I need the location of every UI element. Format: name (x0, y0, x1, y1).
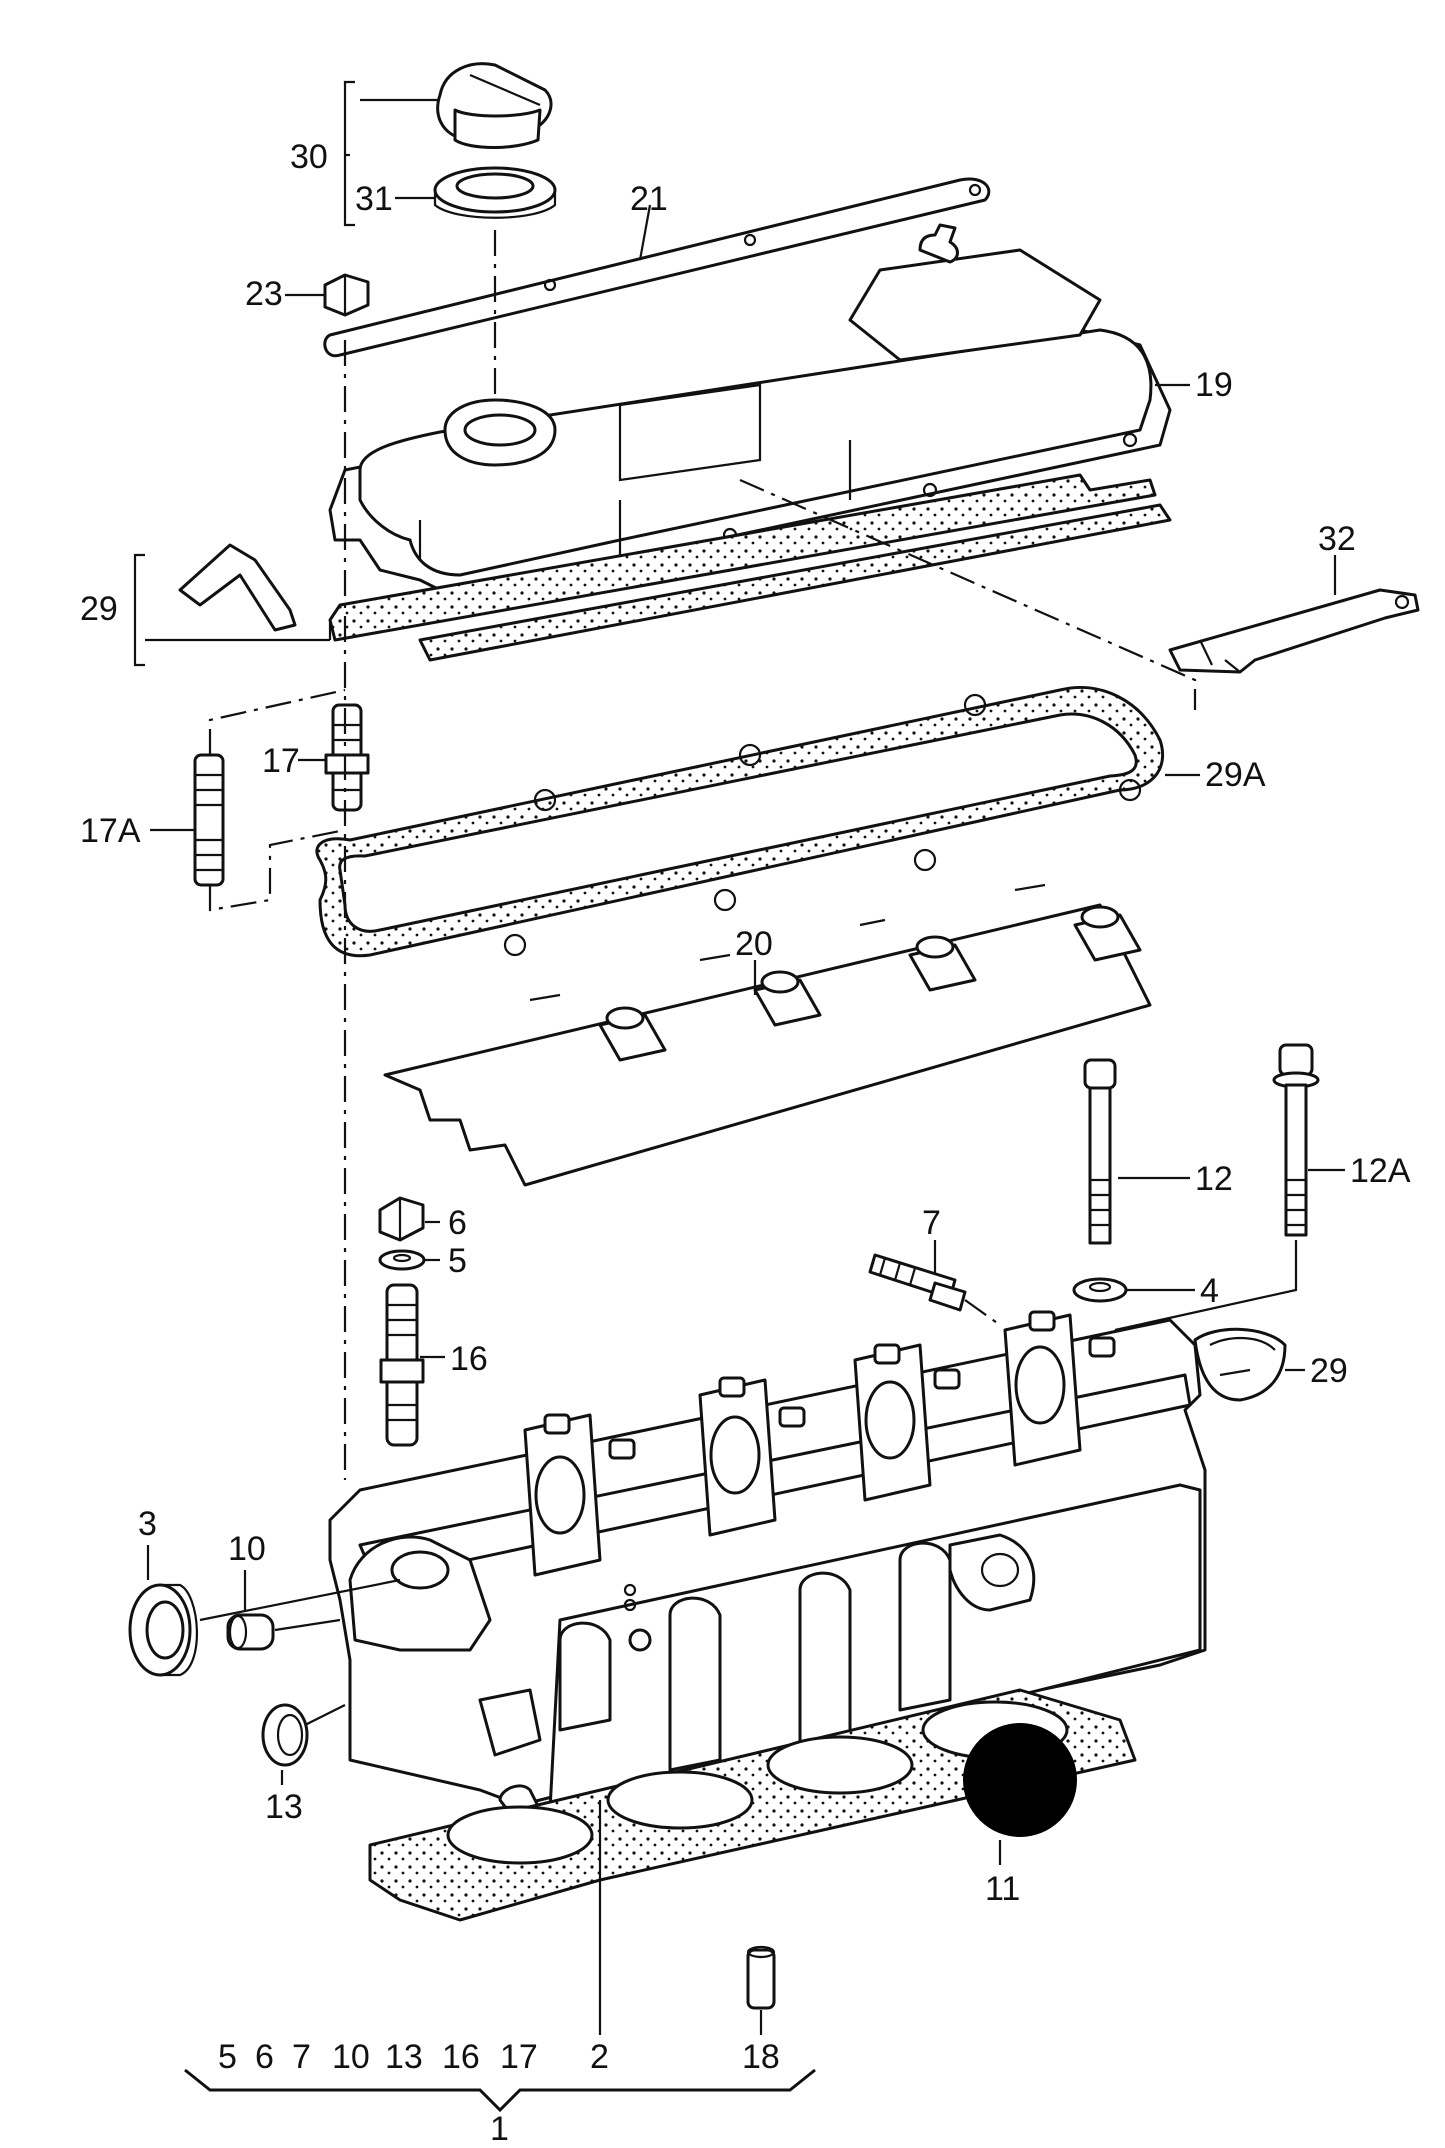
bracket-30 (343, 80, 355, 227)
bearing-cap-rail-20 (383, 883, 1152, 1187)
callout-18: 18 (742, 2038, 780, 2076)
callout-13: 13 (265, 1788, 303, 1826)
callout-3: 3 (138, 1505, 157, 1543)
callout-4: 4 (1200, 1272, 1219, 1310)
valve-cover (328, 223, 1172, 602)
filler-cap-seal (433, 166, 557, 219)
callout-7: 7 (922, 1204, 941, 1242)
line-12A-to-head (1114, 1240, 1298, 1332)
callout-1: 1 (490, 2110, 509, 2148)
callout-11: 11 (985, 1870, 1020, 1908)
kit-item-10: 10 (332, 2038, 370, 2076)
callout-29-plug: 29 (1310, 1352, 1348, 1390)
gasket-strip-21 (323, 177, 991, 358)
callout-23: 23 (245, 275, 283, 313)
callout-29: 29 (80, 590, 118, 628)
callout-32: 32 (1318, 520, 1356, 558)
washer-5 (378, 1249, 426, 1271)
alignment-line-17A-top (208, 688, 346, 755)
callout-12A: 12A (1350, 1152, 1411, 1190)
callout-20: 20 (735, 925, 773, 963)
callout-10: 10 (228, 1530, 266, 1568)
callout-17A: 17A (80, 812, 141, 850)
kit-item-17: 17 (500, 2038, 538, 2076)
cover-gasket-inner (328, 473, 1157, 642)
callout-30: 30 (290, 138, 328, 176)
callout-12: 12 (1195, 1160, 1233, 1198)
callout-21: 21 (630, 180, 668, 218)
kit-item-5: 5 (218, 2038, 237, 2076)
oil-filler-cap (436, 62, 553, 149)
camshaft-seal-3 (128, 1583, 199, 1677)
nut-6 (378, 1196, 425, 1242)
cover-gasket-upper (418, 503, 1172, 662)
breather-hose-29 (178, 543, 297, 632)
plug-10 (226, 1613, 275, 1651)
valve-guide-18 (746, 1945, 776, 2010)
callout-19: 19 (1195, 366, 1233, 404)
alignment-line-cover-bracket (739, 478, 1197, 710)
camshaft-plug-29 (1193, 1327, 1287, 1402)
callout-6: 6 (448, 1204, 467, 1242)
line-10-to-head (274, 1618, 341, 1632)
callout-2: 2 (590, 2038, 609, 2076)
kit-item-13: 13 (385, 2038, 423, 2076)
cylinder-head (328, 1310, 1207, 1822)
callout-16: 16 (450, 1340, 488, 1378)
line-13-to-head (304, 1704, 346, 1726)
alignment-line-17A-bottom (208, 828, 346, 912)
stud-17 (324, 703, 370, 812)
kit-item-16: 16 (442, 2038, 480, 2076)
marker-dot (963, 1723, 1077, 1837)
kit-brace (184, 2068, 816, 2113)
callout-29A: 29A (1205, 756, 1266, 794)
plug-13 (261, 1703, 309, 1767)
callout-31: 31 (355, 180, 393, 218)
stud-16 (379, 1283, 425, 1447)
callout-5: 5 (448, 1242, 467, 1280)
kit-item-7: 7 (292, 2038, 311, 2076)
kit-item-6: 6 (255, 2038, 274, 2076)
bracket-32 (1168, 588, 1420, 674)
stud-17A (193, 753, 225, 887)
washer-4 (1072, 1277, 1128, 1303)
bolt-12 (1083, 1058, 1117, 1245)
callout-17: 17 (262, 742, 300, 780)
leader-21 (638, 204, 652, 261)
line-3-to-head (199, 1578, 401, 1622)
nut-23 (323, 273, 370, 317)
bolt-12A (1272, 1043, 1320, 1237)
stud-7 (868, 1253, 967, 1312)
